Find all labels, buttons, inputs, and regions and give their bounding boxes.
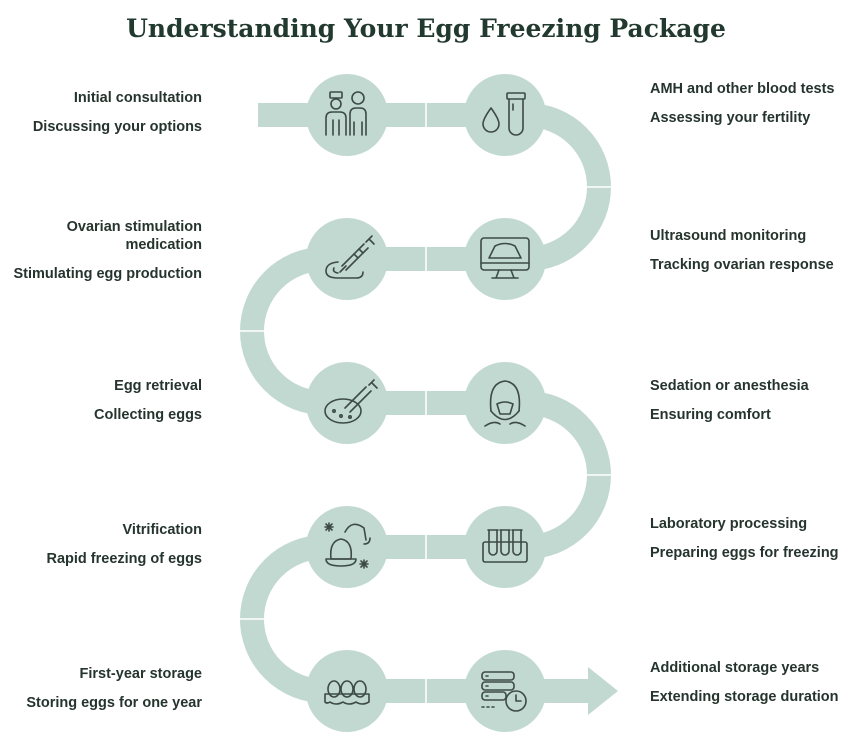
step-text-1: Initial consultation Discussing your opt…	[2, 89, 202, 136]
step-label: Ovarian stimulation medication	[66, 219, 202, 253]
syringe-injection-icon	[325, 235, 375, 279]
step-label: Initial consultation	[73, 90, 202, 106]
ultrasound-monitor-icon	[480, 237, 530, 279]
page-title: Understanding Your Egg Freezing Package	[126, 14, 726, 43]
path-arrow-head	[588, 667, 618, 715]
step-node-3	[464, 218, 546, 300]
step-label: Laboratory processing	[650, 516, 808, 532]
step-node-1	[306, 74, 388, 156]
step-node-9	[306, 650, 388, 732]
step-node-7	[464, 506, 546, 588]
step-description: Preparing eggs for freezing	[650, 545, 839, 561]
step-text-9: First-year storage Storing eggs for one …	[2, 665, 202, 712]
step-label: Sedation or anesthesia	[650, 378, 809, 394]
step-description: Rapid freezing of eggs	[46, 551, 203, 567]
step-description: Storing eggs for one year	[26, 695, 202, 711]
step-text-10: Additional storage years Extending stora…	[650, 659, 845, 706]
step-text-2: AMH and other blood tests Assessing your…	[650, 80, 845, 127]
step-text-5: Egg retrieval Collecting eggs	[2, 377, 202, 424]
step-node-2	[464, 74, 546, 156]
step-text-3: Ultrasound monitoring Tracking ovarian r…	[650, 227, 845, 274]
step-description: Extending storage duration	[650, 689, 839, 705]
frozen-egg-icon	[324, 522, 371, 569]
step-description: Ensuring comfort	[650, 407, 771, 423]
path-separators	[240, 102, 611, 704]
step-text-7: Laboratory processing Preparing eggs for…	[650, 515, 845, 562]
step-description: Collecting eggs	[94, 407, 202, 423]
step-text-6: Sedation or anesthesia Ensuring comfort	[650, 377, 845, 424]
step-description: Tracking ovarian response	[650, 257, 834, 273]
step-node-10	[464, 650, 546, 732]
step-node-4	[306, 218, 388, 300]
step-label: Egg retrieval	[114, 378, 202, 394]
test-tubes-rack-icon	[482, 529, 528, 563]
syringe-petri-dish-icon	[324, 379, 378, 424]
step-text-4: Ovarian stimulation medication Stimulati…	[2, 218, 203, 283]
server-storage-clock-icon	[481, 671, 527, 712]
step-description: Discussing your options	[32, 119, 202, 135]
step-node-8	[306, 506, 388, 588]
step-label: First-year storage	[79, 666, 203, 682]
doctor-patient-icon	[325, 91, 367, 136]
egg-carton-icon	[324, 680, 370, 705]
oxygen-mask-icon	[484, 380, 526, 427]
step-text-8: Vitrification Rapid freezing of eggs	[2, 521, 203, 568]
blood-test-tube-icon	[482, 92, 526, 136]
step-label: Ultrasound monitoring	[650, 228, 807, 244]
step-label: Vitrification	[122, 522, 203, 538]
step-label: Additional storage years	[650, 660, 820, 676]
step-description: Assessing your fertility	[650, 110, 811, 126]
step-description: Stimulating egg production	[13, 266, 203, 282]
step-node-6	[464, 362, 546, 444]
step-label: AMH and other blood tests	[650, 81, 835, 97]
step-node-5	[306, 362, 388, 444]
